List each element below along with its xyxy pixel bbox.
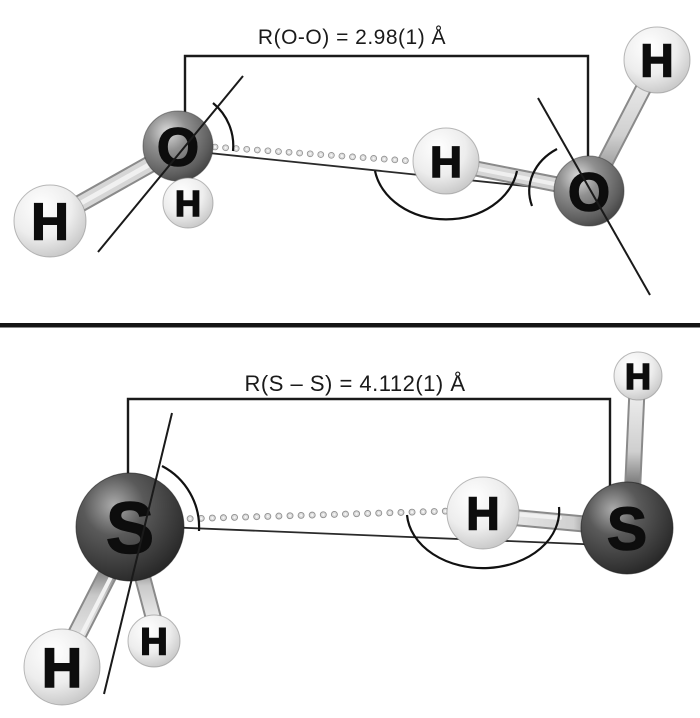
top-panel-water-dimer: R(O-O) = 2.98(1) Å bbox=[13, 26, 691, 296]
bottom-panel-h2s-dimer: R(S – S) = 4.112(1) Å bbox=[23, 351, 674, 706]
oxygen-atom-left-label: O bbox=[157, 117, 199, 177]
hydrogen-atom-left-inner-label: H bbox=[175, 183, 201, 224]
oo-distance-bracket bbox=[183, 54, 590, 185]
angle-arc-bridge-hydrogen bbox=[373, 170, 519, 221]
left-molecule-axis-guide-bottom bbox=[103, 412, 173, 695]
hydrogen-atom-bottom-left-inner-label: H bbox=[140, 622, 167, 664]
oo-distance-label: R(O-O) = 2.98(1) Å bbox=[258, 26, 446, 49]
oxygen-atom-right: O bbox=[553, 155, 625, 227]
angle-arc-left-oxygen bbox=[212, 102, 235, 152]
ss-axis-line bbox=[139, 525, 606, 546]
hydrogen-atom-bottom-bridge: H bbox=[446, 476, 520, 550]
sulfur-atom-right: S bbox=[580, 481, 674, 575]
ss-distance-label: R(S – S) = 4.112(1) Å bbox=[244, 371, 465, 396]
ss-distance-bracket bbox=[126, 397, 612, 500]
angle-arc-left-sulfur bbox=[161, 465, 201, 532]
sulfur-atom-left-label: S bbox=[106, 489, 154, 569]
panel-divider bbox=[0, 323, 700, 328]
oxygen-atom-left: O bbox=[142, 110, 214, 182]
hydrogen-atom-bottom-right-top-label: H bbox=[625, 356, 651, 397]
hydrogen-atom-bottom-bridge-label: H bbox=[466, 488, 499, 540]
hydrogen-bond-dots-bottom bbox=[175, 507, 454, 523]
angle-arc-bridge-hydrogen-bottom bbox=[405, 506, 561, 570]
hydrogen-atom-bottom-left-outer-label: H bbox=[42, 636, 82, 699]
hydrogen-bond-dots bbox=[211, 143, 415, 165]
right-molecule-axis-guide bbox=[537, 97, 651, 296]
hydrogen-atom-right-top: H bbox=[623, 26, 691, 94]
hydrogen-atom-bridge: H bbox=[412, 127, 480, 195]
sulfur-atom-left: S bbox=[75, 472, 185, 582]
sulfur-atom-right-label: S bbox=[607, 496, 647, 563]
hydrogen-atom-left-inner: H bbox=[162, 177, 214, 229]
hydrogen-atom-bottom-left-outer: H bbox=[23, 628, 101, 706]
hydrogen-atom-bottom-left-inner: H bbox=[127, 614, 181, 668]
hydrogen-atom-left-outer-label: H bbox=[31, 194, 69, 252]
hydrogen-atom-bridge-label: H bbox=[430, 138, 462, 187]
hydrogen-atom-left-outer: H bbox=[13, 184, 87, 258]
left-molecule-axis-guide bbox=[97, 75, 244, 253]
hydrogen-atom-bottom-right-top: H bbox=[613, 351, 663, 401]
angle-arc-right-oxygen bbox=[528, 148, 558, 207]
hydrogen-atom-right-top-label: H bbox=[640, 35, 673, 87]
